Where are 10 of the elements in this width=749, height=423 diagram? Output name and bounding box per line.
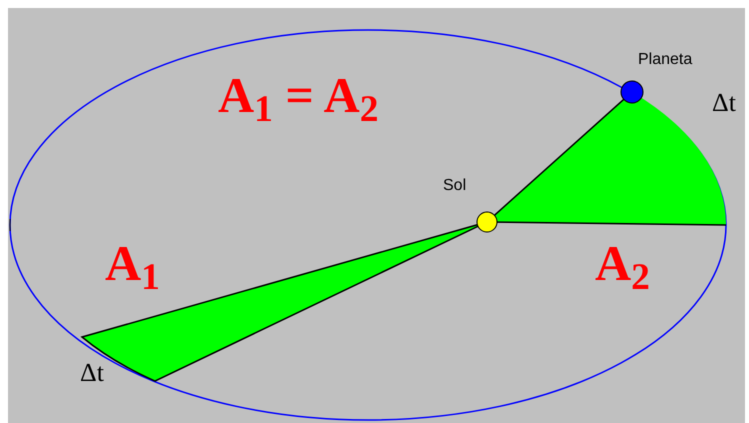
time-interval-label: Δt [712,90,736,116]
equation-label: A$_{1}$ = A$_{2}$ [218,70,378,120]
sun-dot [476,212,498,232]
area-label: A$_{2}$ [595,238,650,288]
body-label: Planeta [638,52,692,68]
time-interval-label: Δt [80,360,104,386]
body-label: Sol [443,178,466,194]
radius-line [494,98,624,216]
area-label: A$_{1}$ [105,238,160,288]
planet-dot [620,80,644,104]
